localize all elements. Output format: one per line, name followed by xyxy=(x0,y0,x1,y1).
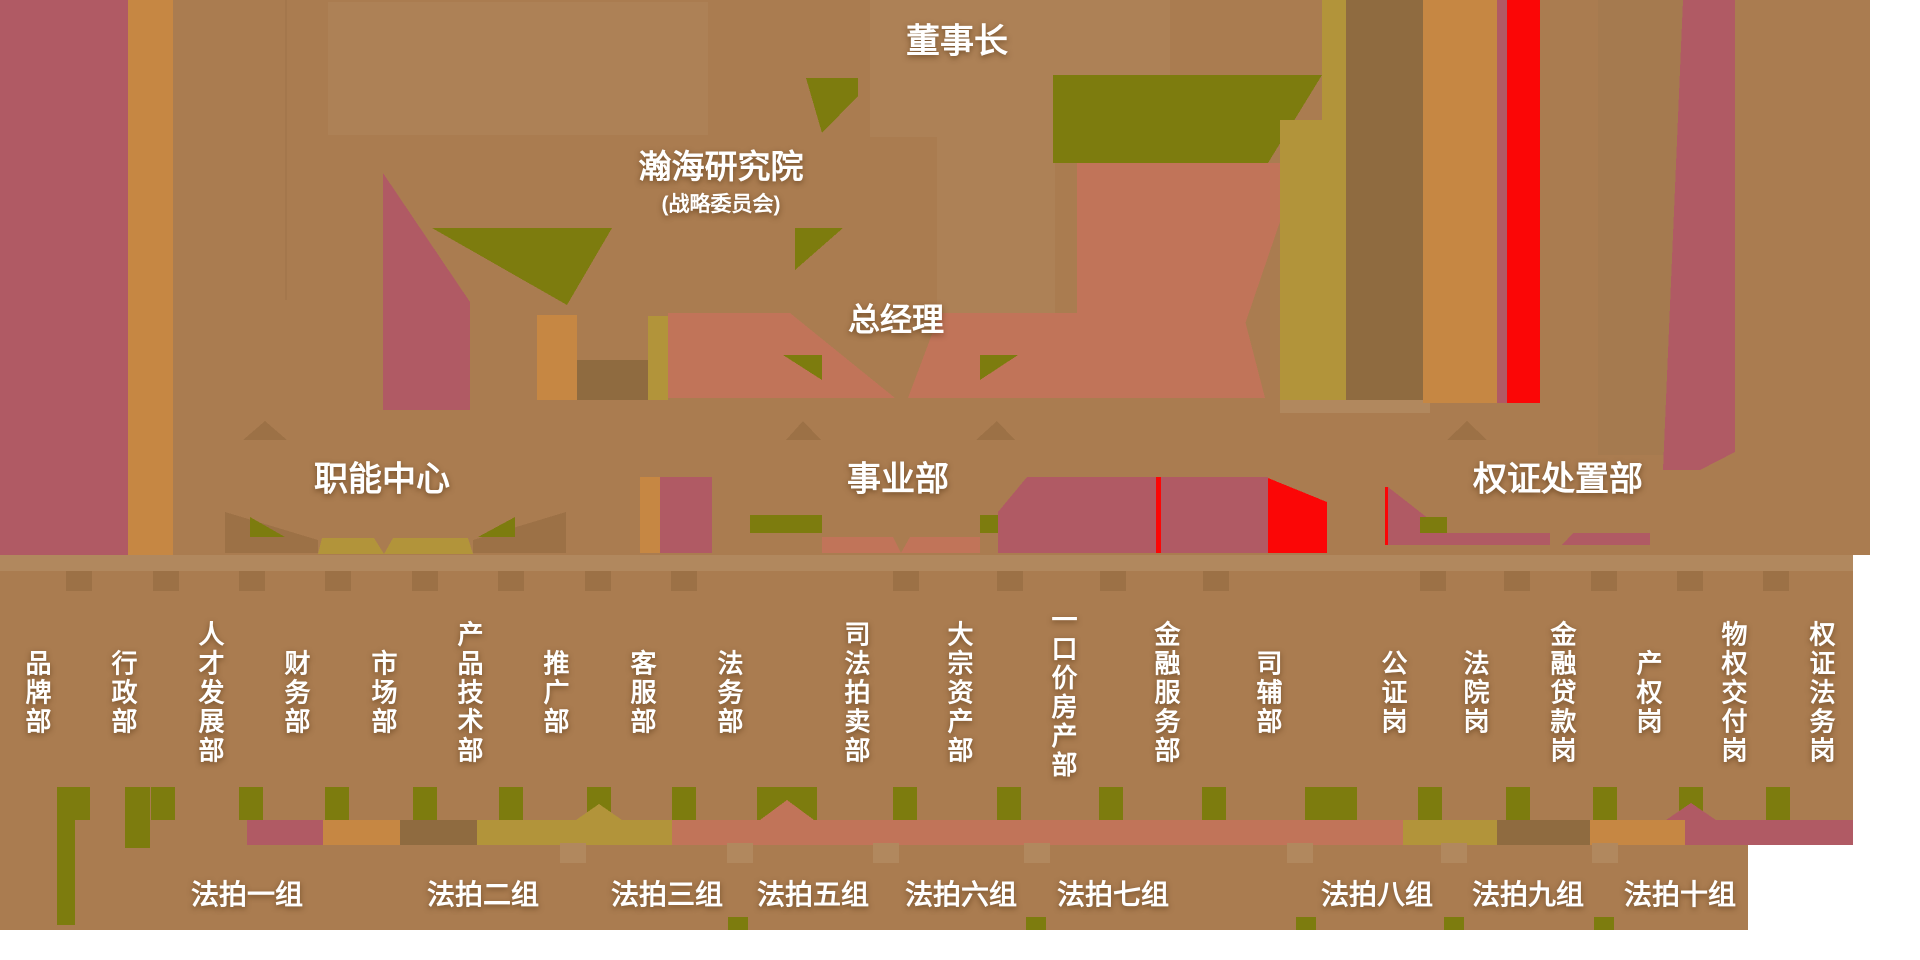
auction-group-label: 法拍三组 xyxy=(610,878,724,910)
auction-group-label: 法拍九组 xyxy=(1471,878,1585,910)
gm-connector-band xyxy=(668,313,1265,398)
node-institute: 瀚海研究院 xyxy=(638,148,804,186)
node-general-manager: 总经理 xyxy=(847,301,945,338)
department-label: 产品技术部 xyxy=(453,620,484,766)
department-label: 市场部 xyxy=(367,649,398,737)
department-label: 法院岗 xyxy=(1459,649,1490,737)
bottom-olive-squares xyxy=(728,917,1614,930)
department-label: 品牌部 xyxy=(21,649,52,737)
department-label: 行政部 xyxy=(107,649,138,737)
department-label: 财务部 xyxy=(280,649,311,737)
warrant-connector xyxy=(1385,487,1650,545)
top-right-stripes xyxy=(1280,0,1735,470)
department-label: 大宗资产部 xyxy=(943,620,974,766)
business-connector xyxy=(640,477,1327,553)
auction-group-label: 法拍六组 xyxy=(904,878,1018,910)
department-label: 推广部 xyxy=(539,649,570,737)
branch-label-2: 权证处置部 xyxy=(1473,460,1643,499)
mid-left-shapes xyxy=(383,173,668,410)
auction-group-label: 法拍八组 xyxy=(1320,878,1434,910)
bottom-ticks xyxy=(560,843,1618,863)
auction-group-label: 法拍十组 xyxy=(1623,878,1737,910)
department-label: 司法拍卖部 xyxy=(840,620,871,766)
branch-label-1: 事业部 xyxy=(847,460,949,499)
lower-olive-blocks xyxy=(57,787,1790,925)
department-label: 公证岗 xyxy=(1377,649,1408,737)
auction-group-label: 法拍一组 xyxy=(190,878,304,910)
node-chairman: 董事长 xyxy=(906,22,1008,61)
branch-wedges xyxy=(243,421,1487,440)
branch-label-0: 职能中心 xyxy=(314,460,450,499)
department-label: 金融服务部 xyxy=(1150,620,1181,766)
department-label: 司辅部 xyxy=(1252,649,1283,737)
node-institute-subtitle: (战略委员会) xyxy=(661,192,781,216)
department-ticks xyxy=(66,571,1789,591)
left-stripes xyxy=(0,0,173,555)
department-label: 法务部 xyxy=(713,649,744,737)
department-label: 一口价房产部 xyxy=(1047,606,1078,780)
auction-group-label: 法拍二组 xyxy=(426,878,540,910)
functional-connector xyxy=(225,512,566,554)
department-label: 物权交付岗 xyxy=(1717,620,1748,766)
department-label: 人才发展部 xyxy=(194,620,225,766)
department-label: 权证法务岗 xyxy=(1805,620,1836,766)
department-label: 金融贷款岗 xyxy=(1546,620,1577,766)
top-center-shapes xyxy=(795,75,1322,330)
strip-row xyxy=(247,800,1853,845)
auction-group-label: 法拍七组 xyxy=(1056,878,1170,910)
auction-group-label: 法拍五组 xyxy=(756,878,870,910)
department-label: 产权岗 xyxy=(1632,649,1663,737)
department-label: 客服部 xyxy=(626,649,657,737)
